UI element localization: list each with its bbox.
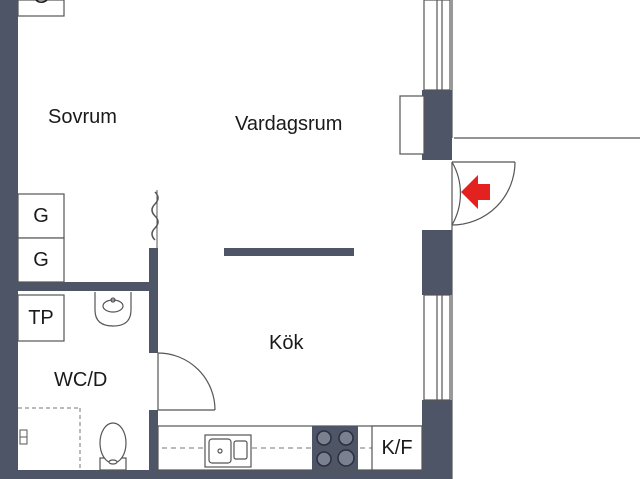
stove-icon — [312, 426, 358, 470]
room-kitchen-label: Kök — [269, 332, 304, 354]
wardrobe-2-label: G — [33, 249, 49, 271]
wall-right-upper — [422, 90, 452, 160]
wall-niche — [399, 95, 425, 155]
laundry-label: TP — [28, 307, 54, 329]
wall-left — [0, 0, 18, 479]
wall-bottom — [0, 470, 452, 479]
wall-bathroom-right-low — [149, 410, 158, 470]
entrance-arrow-icon — [461, 175, 490, 209]
wall-right-mid — [422, 230, 452, 295]
window-top — [423, 0, 451, 91]
wall-bathroom-top — [18, 282, 158, 291]
counter-bar — [224, 248, 354, 256]
wall-right-lower — [422, 400, 452, 479]
terrace-outline — [451, 0, 640, 479]
wash-basin-icon — [94, 292, 132, 327]
window-kitchen — [423, 294, 451, 401]
bathroom-door — [157, 352, 216, 411]
laundry-box — [17, 294, 65, 342]
room-living-label: Vardagsrum — [235, 113, 343, 135]
wardrobe-top-label: G — [18, 0, 64, 8]
shower-drain-icon — [19, 429, 28, 445]
kitchen-sink-icon — [204, 434, 252, 468]
fridge-box — [371, 425, 423, 471]
fridge-freezer-label: K/F — [381, 437, 413, 459]
wardrobe-2 — [17, 237, 65, 283]
wardrobe-top — [17, 0, 65, 17]
room-bedroom-label: Sovrum — [48, 106, 117, 128]
wall-bathroom-right-up — [149, 248, 158, 353]
shower-area — [18, 407, 81, 470]
toilet-icon — [99, 422, 127, 471]
entrance-door — [451, 161, 516, 226]
wardrobe-1-label: G — [33, 205, 49, 227]
room-bathroom-label: WC/D — [54, 369, 108, 391]
